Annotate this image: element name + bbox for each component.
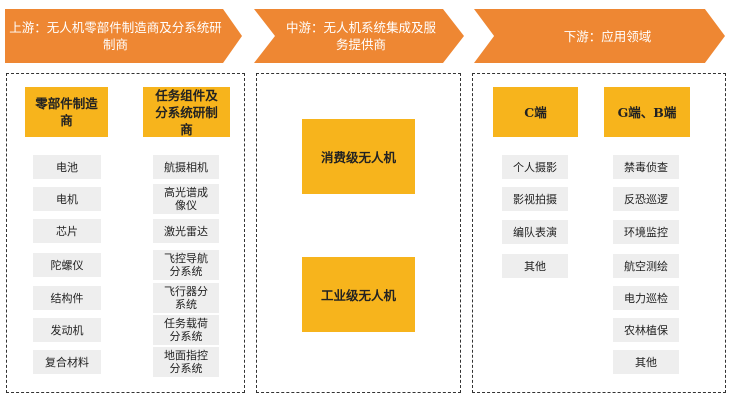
c-end-item: 影视拍摄 (502, 187, 568, 211)
midstream-stage-arrow: 中游：无人机系统集成及服务提供商 (254, 9, 464, 63)
downstream-stage-arrow: 下游：应用领域 (474, 9, 725, 63)
subsystem-item: 飞行器分系统 (153, 283, 219, 313)
parts-item: 芯片 (33, 219, 101, 243)
consumer-drone-box: 消费级无人机 (302, 119, 415, 194)
upstream-stage-arrow: 上游：无人机零部件制造商及分系统研制商 (5, 9, 242, 63)
g-b-end-item: 航空测绘 (613, 254, 679, 278)
subsystem-item: 飞控导航分系统 (153, 250, 219, 280)
upstream-panel (6, 73, 245, 393)
subsystem-item: 任务载荷分系统 (153, 315, 219, 345)
g-b-end-item: 禁毒侦查 (613, 155, 679, 179)
parts-item: 发动机 (33, 318, 101, 342)
parts-manufacturers-header: 零部件制造商 (25, 87, 108, 137)
midstream-panel (256, 73, 461, 393)
g-b-end-item: 其他 (613, 350, 679, 374)
downstream-panel (472, 73, 726, 393)
parts-item: 陀螺仪 (33, 253, 101, 277)
parts-item: 电机 (33, 187, 101, 211)
industrial-drone-box: 工业级无人机 (302, 257, 415, 332)
c-end-item: 编队表演 (502, 220, 568, 244)
parts-item: 电池 (33, 155, 101, 179)
c-end-item: 个人摄影 (502, 155, 568, 179)
parts-item: 复合材料 (33, 350, 101, 374)
g-b-end-item: 电力巡检 (613, 286, 679, 310)
subsystem-item: 地面指控分系统 (153, 347, 219, 377)
g-b-end-item: 农林植保 (613, 318, 679, 342)
c-end-item: 其他 (502, 254, 568, 278)
g-b-end-header: G端、B端 (604, 87, 690, 137)
c-end-header: C端 (493, 87, 578, 137)
subsystem-manufacturers-header: 任务组件及分系统研制商 (143, 87, 230, 137)
subsystem-item: 激光雷达 (153, 219, 219, 243)
g-b-end-item: 环境监控 (613, 220, 679, 244)
parts-item: 结构件 (33, 286, 101, 310)
g-b-end-item: 反恐巡逻 (613, 187, 679, 211)
subsystem-item: 高光谱成像仪 (153, 184, 219, 214)
subsystem-item: 航摄相机 (153, 155, 219, 179)
